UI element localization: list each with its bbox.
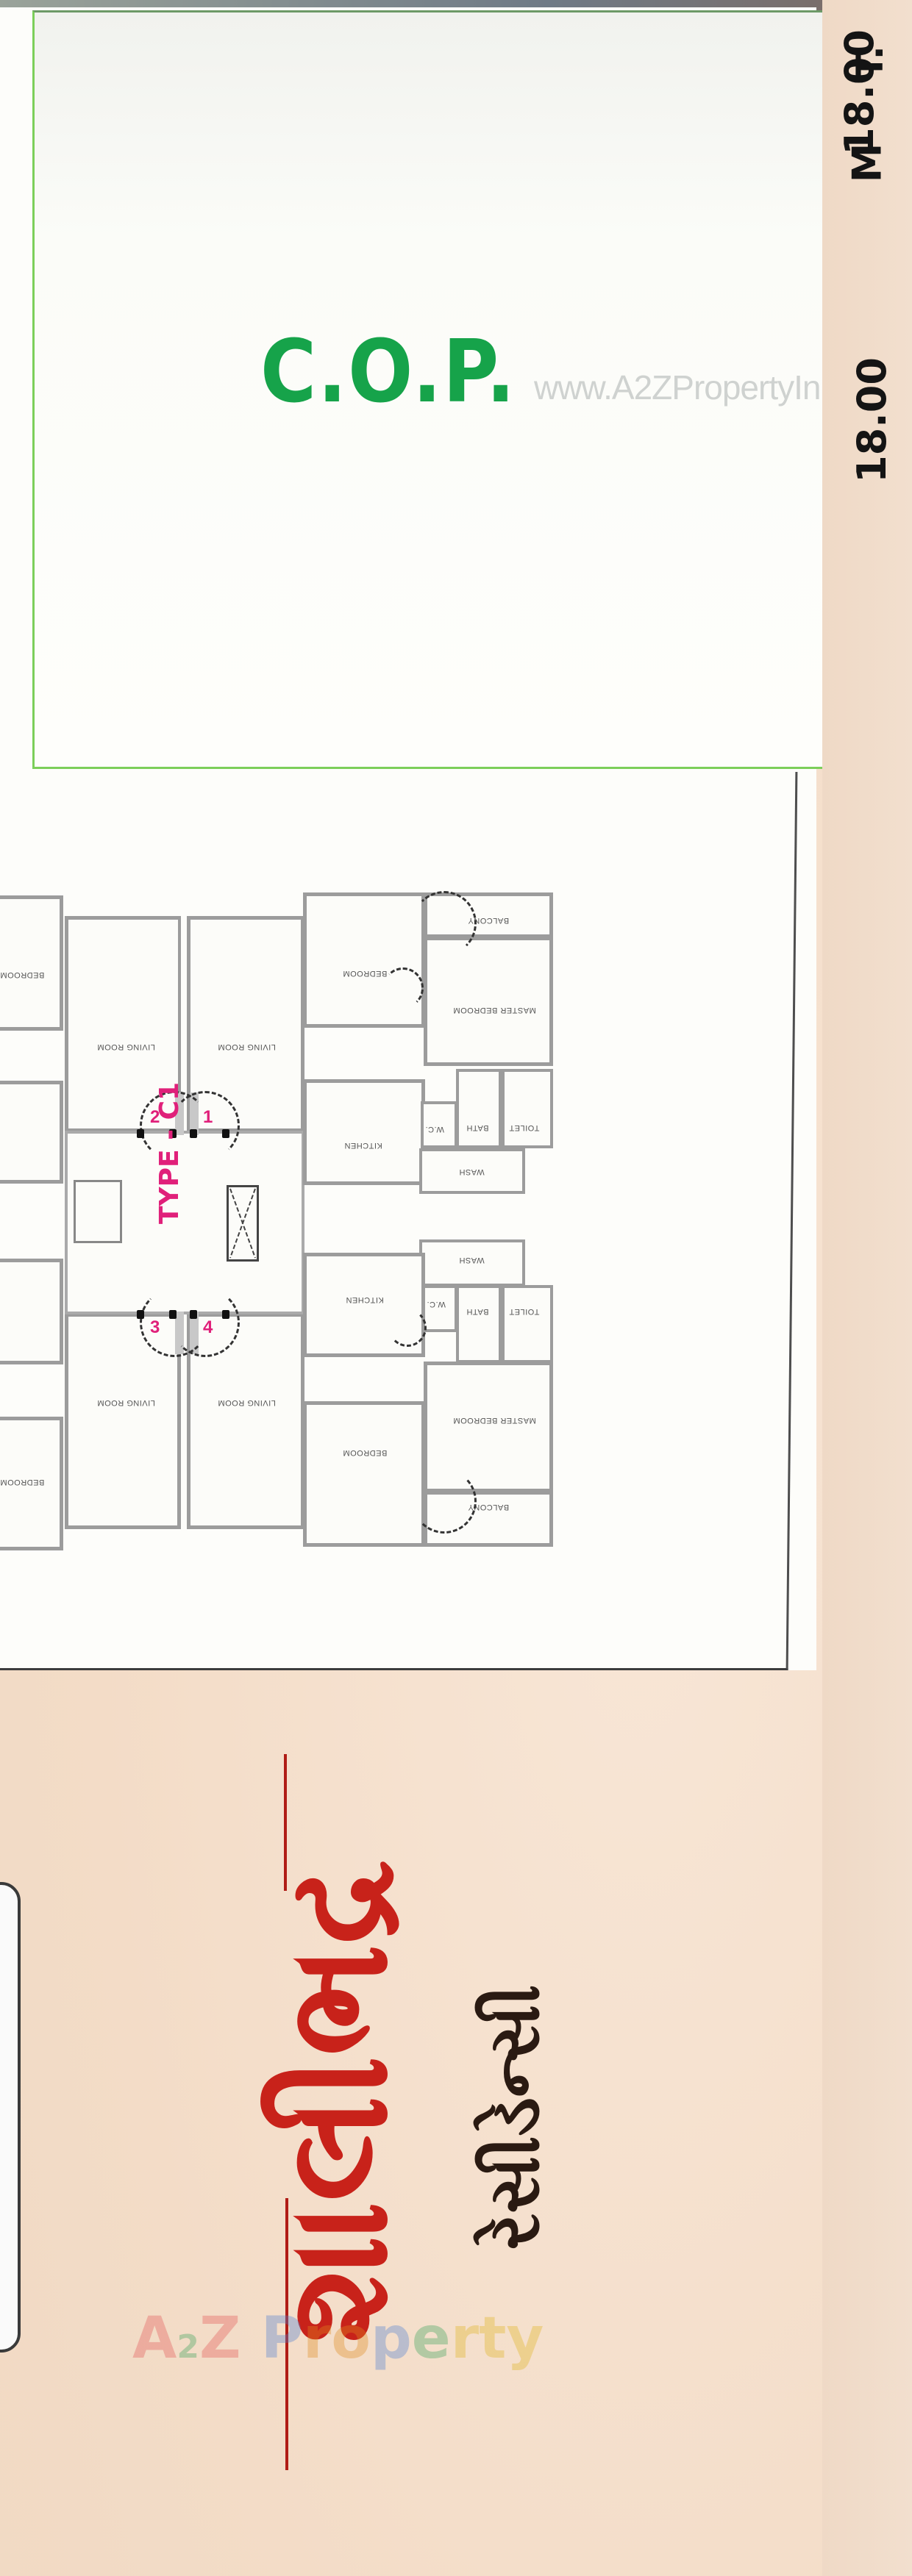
label-living-bottom-right: LIVING ROOM [218,1398,276,1407]
cop-label: C.O.P. [260,321,517,422]
label-wc-lower: W.C. [427,1300,446,1309]
door-swing [382,967,424,1009]
label-bath-lower: BATH [466,1307,489,1316]
project-subtitle: રેસીડેન્સી [473,1984,555,2250]
door-hinge [222,1310,229,1319]
door-hinge [137,1129,144,1138]
label-living-top-right: LIVING ROOM [218,1042,276,1051]
a2z-property-watermark: A2Z Property [132,2305,544,2372]
lift-cross-icon [229,1188,256,1259]
logo-rule-upper [284,1754,287,1891]
label-wash-lower: WASH [459,1256,485,1264]
room-bedroom-lower-right [303,1401,425,1547]
label-living-bottom-left: LIVING ROOM [97,1398,155,1407]
door-swing [412,891,477,956]
label-wc-upper: W.C. [425,1125,444,1134]
door-swing-4 [171,1288,240,1357]
label-kitchen-upper: KITCHEN [344,1141,382,1150]
label-bedroom-top-left: BEDROOM [0,970,45,979]
room-bath-upper [456,1069,502,1148]
logo-rule-lower [285,2198,288,2470]
door-hinge [190,1129,197,1138]
door-hinge [169,1129,177,1138]
road-width-rotated: 18.00 [848,357,895,483]
room-living-bottom-right [187,1313,304,1529]
label-bedroom-lower-right: BEDROOM [343,1448,388,1457]
lift-icon [227,1185,259,1262]
partial-info-card [0,1882,21,2353]
door-hinge [222,1129,229,1138]
room-bedroom-low-left [0,1259,63,1364]
door-number-2: 2 [150,1107,160,1127]
door-hinge [169,1310,177,1319]
road-suffix-label: T. [848,46,891,79]
label-bath-upper: BATH [466,1123,489,1132]
door-number-4: 4 [203,1317,213,1337]
room-toilet-upper [502,1069,553,1148]
door-hinge [137,1310,144,1319]
room-bedroom-bottom-left [0,1417,63,1550]
door-swing-3 [140,1288,209,1357]
door-swing [388,1309,427,1347]
label-master-bedroom-lower: MASTER BEDROOM [453,1416,536,1425]
room-wash-upper [419,1148,525,1194]
room-kitchen-upper-right [303,1079,425,1185]
door-swing-1 [171,1091,240,1160]
label-wash-upper: WASH [459,1167,485,1176]
label-toilet-upper: TOILET [509,1123,540,1132]
road-strip [822,0,912,2576]
door-number-1: 1 [203,1107,213,1127]
door-hinge [190,1310,197,1319]
room-toilet-lower [502,1285,553,1363]
unit-type-label: TYPE - C1 [154,1081,185,1224]
label-bedroom-upper-right: BEDROOM [343,969,388,978]
room-master-bedroom-upper-right [424,937,553,1066]
project-name-logo: શાલીભદ્ર [256,1861,418,2344]
label-toilet-lower: TOILET [509,1307,540,1316]
label-master-bedroom-upper: MASTER BEDROOM [453,1006,536,1015]
room-bedroom-mid-left [0,1081,63,1184]
room-bath-lower [456,1285,502,1363]
url-watermark: www.A2ZPropertyIn [534,368,821,407]
staircase-icon [74,1180,122,1243]
door-swing [412,1469,477,1534]
room-bedroom-top-left [0,895,63,1031]
door-swing-2 [140,1091,209,1160]
door-number-3: 3 [150,1317,160,1337]
label-living-top-left: LIVING ROOM [97,1042,155,1051]
label-kitchen-lower: KITCHEN [346,1295,384,1304]
road-unit-label: M [844,143,891,183]
label-bedroom-bottom-left: BEDROOM [0,1478,45,1486]
